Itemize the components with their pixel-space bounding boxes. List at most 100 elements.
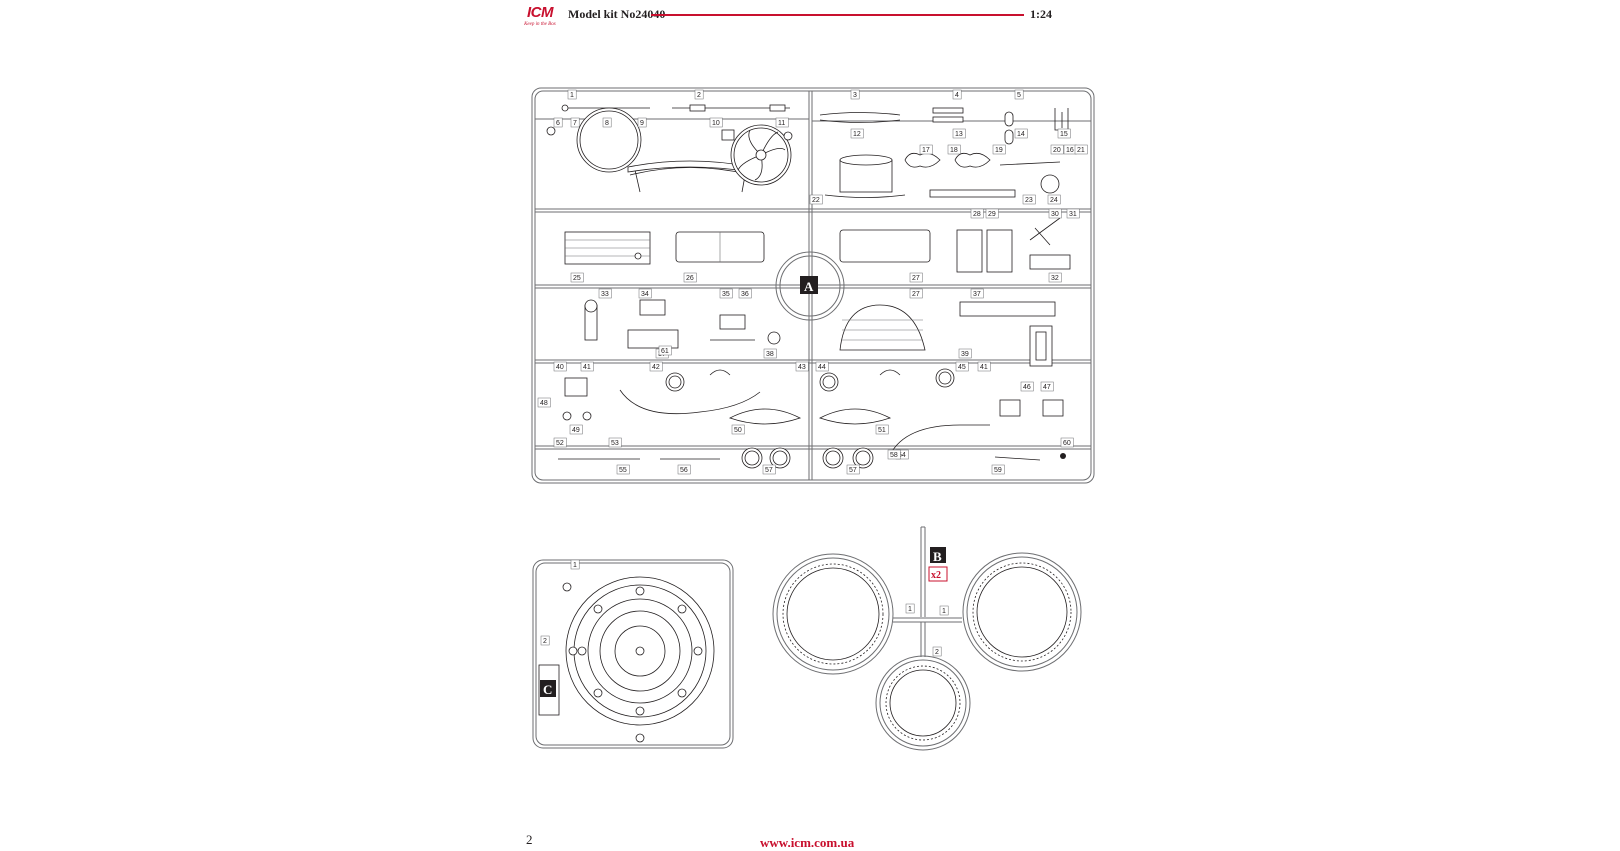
sprue-a-part-number-tag: [763, 348, 777, 359]
scale-label: 1:24: [1030, 7, 1052, 21]
page-number: 2: [526, 832, 533, 847]
sprue-c-part-number-tag: [570, 559, 580, 570]
sprue-a-part-number: 19: [995, 147, 1003, 154]
sprue-a-part-number: 15: [1060, 131, 1068, 138]
sprue-a-part-number-tag: [658, 345, 672, 356]
sprue-a-part-number-tag: [887, 449, 901, 460]
sprue-a-part-number: 4: [955, 92, 959, 99]
sprue-a-part-number: 60: [1063, 440, 1071, 447]
sprue-a-part-number-tag: [553, 117, 563, 128]
sprue-a-part-number: 9: [640, 120, 644, 127]
sprue-a-part-number-tag: [1057, 128, 1071, 139]
sprue-a-part-number: 38: [766, 351, 774, 358]
sprue-a-part-number-tag: [638, 288, 652, 299]
website-link[interactable]: www.icm.com.ua: [760, 835, 855, 850]
sprue-b-part-number: 1: [942, 608, 946, 615]
sprue-a-part-number: 29: [988, 211, 996, 218]
sprue-a-part-number: 17: [922, 147, 930, 154]
sprue-a-part-number-tag: [537, 397, 551, 408]
sprue-a-part-number: 46: [1023, 384, 1031, 391]
sprue-a-part-number-tag: [1048, 208, 1062, 219]
sprue-a-part-number-tag: [1074, 144, 1088, 155]
sprue-a-part-number: 55: [619, 467, 627, 474]
sprue-a-part-number: 34: [641, 291, 649, 298]
sprue-a-part-number-tag: [580, 361, 594, 372]
sprue-a-part-number-tag: [553, 437, 567, 448]
sprue-b-part-number: 2: [935, 649, 939, 656]
sprue-a-part-number: 16: [1066, 147, 1074, 154]
sprue-a-part-number: 31: [1069, 211, 1077, 218]
sprue-a-part-number-tag: [570, 117, 580, 128]
sprue-a-part-number-tag: [567, 89, 577, 100]
sprue-a-part-number-tag: [1020, 381, 1034, 392]
sprue-a-part-number-tag: [694, 89, 704, 100]
sprue-a-part-number: 2: [697, 92, 701, 99]
sprue-a-part-number-tag: [1050, 144, 1064, 155]
sprue-a-part-number-tag: [952, 89, 962, 100]
sprue-a-part-number-tag: [875, 424, 889, 435]
sprue-a-part-number-tag: [598, 288, 612, 299]
sprue-a-part-number-tag: [992, 144, 1006, 155]
sprue-a-part-number-tag: [1060, 437, 1074, 448]
sprue-a-part-number: 7: [573, 120, 577, 127]
sprue-a-part-number: 47: [1043, 384, 1051, 391]
logo-tagline: Keep in the Box: [524, 22, 556, 27]
sprue-a-part-number-tag: [637, 117, 647, 128]
sprue-a-part-number: 39: [961, 351, 969, 358]
sprue-a-part-number-tag: [608, 437, 622, 448]
sprue-a-part-number: 1: [570, 92, 574, 99]
sprue-c-part-number: 2: [543, 638, 547, 645]
sprue-a-part-number: 18: [950, 147, 958, 154]
sprue-b-part-number-tag: [905, 603, 915, 614]
sprue-a-part-number: 6: [556, 120, 560, 127]
sprue-a-part-number: 25: [573, 275, 581, 282]
sprue-a-part-number: 12: [853, 131, 861, 138]
sprue-a-part-number: 27: [912, 275, 920, 282]
sprue-a-part-number-tag: [850, 89, 860, 100]
sprue-a-part-number: 40: [556, 364, 564, 371]
sprue-b-part-number-tag: [939, 605, 949, 616]
kit-title: Model kit No24040: [568, 7, 666, 21]
sprue-a-part-number: 52: [556, 440, 564, 447]
sprue-a-part-number: 26: [686, 275, 694, 282]
sprue-a-part-number: 5: [1017, 92, 1021, 99]
sprue-a-part-number: 53: [611, 440, 619, 447]
sprue-a-part-number-tag: [1066, 208, 1080, 219]
sprue-a-part-number: 48: [540, 400, 548, 407]
sprue-a-part-number-tag: [955, 361, 969, 372]
sprue-a-part-number-tag: [909, 288, 923, 299]
icm-logo: ICM Keep in the Box: [522, 4, 558, 30]
sprue-a-part-number: 20: [1053, 147, 1061, 154]
sprue-a-part-number-tag: [909, 272, 923, 283]
sprue-a-part-number-tag: [985, 208, 999, 219]
sprue-a-part-number: 23: [1025, 197, 1033, 204]
sprue-a-part-number-tag: [970, 208, 984, 219]
sprue-a-part-number: 58: [890, 452, 898, 459]
sprue-a-part-number-tag: [1022, 194, 1036, 205]
sprue-a-part-number: 41: [980, 364, 988, 371]
sprue-a-part-number: 56: [680, 467, 688, 474]
sprue-a-part-number: 32: [1051, 275, 1059, 282]
sprue-a-part-number-tag: [553, 361, 567, 372]
sprue-a-part-number-tag: [815, 361, 829, 372]
sprue-a-part-number-tag: [719, 288, 733, 299]
sprue-a-part-number: 28: [973, 211, 981, 218]
sprue-a-part-number: 8: [605, 120, 609, 127]
logo-text: ICM: [527, 4, 554, 21]
sprue-a-part-number: 51: [878, 427, 886, 434]
sprue-b-part-number-tag: [932, 646, 942, 657]
sprue-a-part-number-tag: [919, 144, 933, 155]
sprue-a-part-number-tag: [709, 117, 723, 128]
sprue-a-part-number-tag: [683, 272, 697, 283]
sprue-a-part-number: 44: [818, 364, 826, 371]
sprue-a-part-number: 33: [601, 291, 609, 298]
sprue-a-part-number: 24: [1050, 197, 1058, 204]
sprue-a-part-number-tag: [970, 288, 984, 299]
sprue-a-part-number-tag: [738, 288, 752, 299]
sprue-a-part-number: 57: [765, 467, 773, 474]
sprue-a-part-number-tag: [958, 348, 972, 359]
sprue-b-multiplier-box: [928, 566, 948, 582]
sprue-c-part-number-tag: [540, 635, 550, 646]
